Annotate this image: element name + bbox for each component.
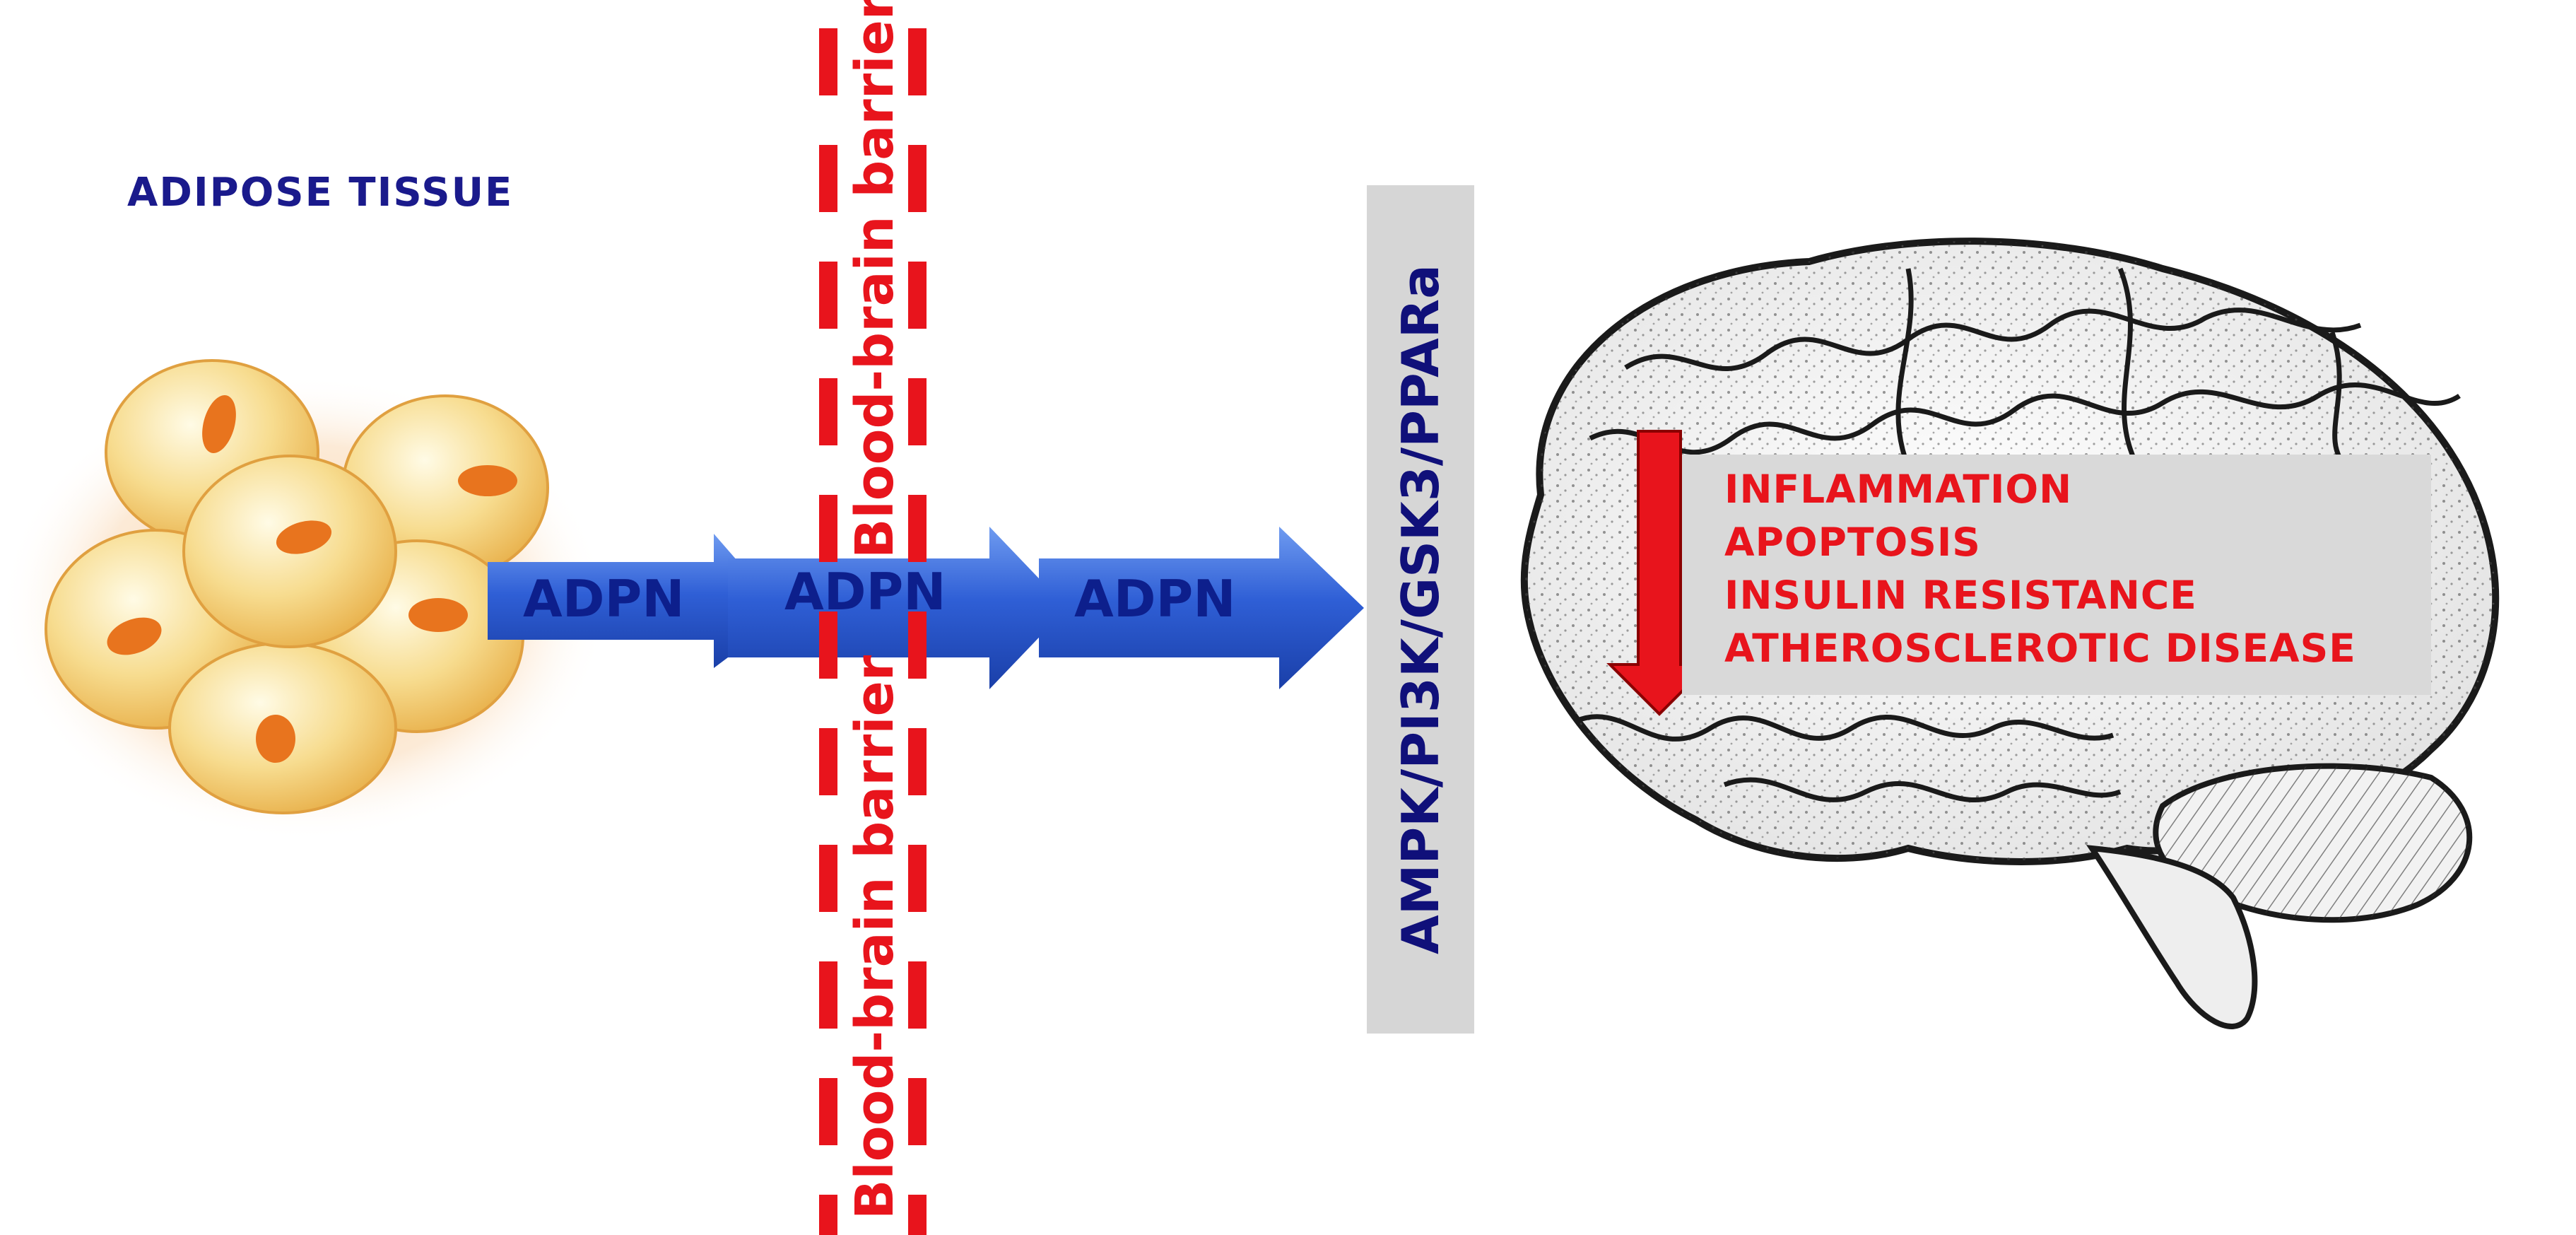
effect-item-apoptosis: APOPTOSIS [1724,520,1981,565]
blood-brain-barrier-label-bottom: Blood-brain barrier [845,655,905,1219]
adpn-label-3: ADPN [1074,569,1236,628]
adipose-tissue-illustration [0,359,608,841]
effects-box [1682,455,2431,695]
adpn-label-1: ADPN [523,569,685,628]
blood-brain-barrier-label-top: Blood-brain barrier [845,0,905,558]
adpn-arrow-3 [1039,527,1364,689]
pathway-box [1367,185,1474,1034]
adpn-arrow-1 [488,534,784,668]
adpn-label-2: ADPN [784,562,946,621]
pathway-label: AMPK/PI3K/GSK3/PPARa [1391,264,1450,954]
effect-item-insulin-resistance: INSULIN RESISTANCE [1724,573,2197,618]
adipose-tissue-title: ADIPOSE TISSUE [127,170,514,216]
adpn-arrow-2 [728,527,1067,689]
effect-item-atherosclerotic-disease: ATHEROSCLEROTIC DISEASE [1724,626,2356,671]
effect-item-inflammation: INFLAMMATION [1724,467,2073,512]
blood-brain-barrier-lines [819,28,927,1235]
